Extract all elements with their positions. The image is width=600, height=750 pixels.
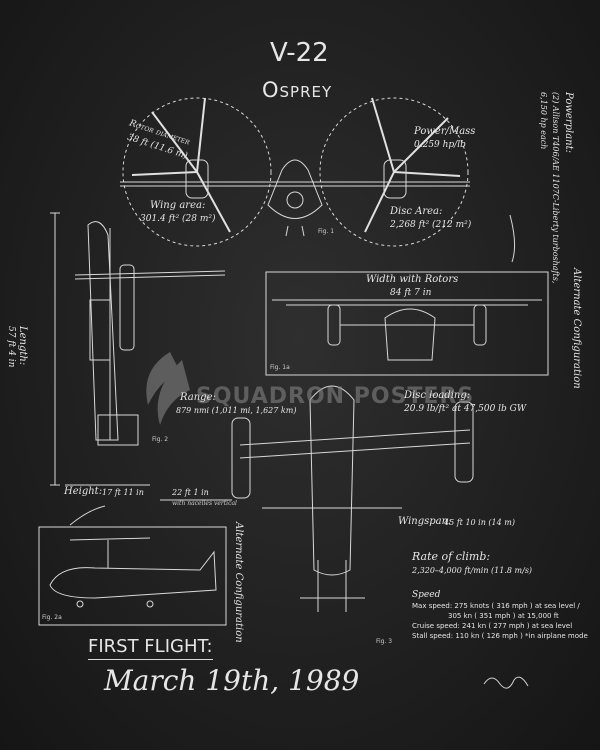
rotor-disc-right — [319, 97, 469, 247]
fig1a-frame — [265, 271, 549, 376]
wingspan-value: 45 ft 10 in (14 m) — [444, 518, 515, 527]
height-label: Height: — [64, 486, 103, 497]
fig1-label: Fig. 1 — [318, 228, 335, 235]
climb-label: Rate of climb: — [412, 550, 491, 563]
disc-loading-label: Disc loading: — [404, 390, 471, 401]
max-speed: Max speed: 275 knots ( 316 mph ) at sea … — [412, 602, 580, 610]
watermark-text: SQUADRON POSTERS — [196, 384, 475, 409]
page-title: V-22 — [270, 38, 329, 68]
rotor-disc-left — [122, 97, 272, 247]
climb-value: 2,320–4,000 ft/min (11.8 m/s) — [412, 566, 533, 575]
disc-area-label: Disc Area: — [390, 206, 443, 217]
power-mass-label: Power/Mass — [414, 126, 476, 137]
range-value: 879 nmi (1,011 mi, 1,627 km) — [176, 406, 297, 415]
fig1a-label: Fig. 1a — [270, 364, 290, 371]
stall-speed: Stall speed: 110 kn ( 126 mph ) *in airp… — [412, 632, 588, 640]
range-label: Range: — [180, 392, 216, 403]
disc-area-value: 2,268 ft² (212 m²) — [390, 220, 472, 230]
fig3-label: Fig. 3 — [376, 638, 393, 645]
first-flight-date: March 19th, 1989 — [104, 664, 360, 697]
wing-area-label: Wing area: — [150, 200, 206, 211]
height2-note: with nacelles vertical — [172, 500, 237, 507]
fig2-label: Fig. 2 — [152, 436, 169, 443]
fig2a-frame — [38, 526, 227, 626]
wingspan-label: Wingspan: — [398, 516, 452, 527]
first-flight-label: FIRST FLIGHT: — [88, 636, 213, 660]
width-rotors-value: 84 ft 7 in — [390, 288, 432, 298]
wide-view-aircraft — [272, 299, 542, 361]
height-value: 17 ft 11 in — [102, 488, 144, 497]
max-speed-2: 305 kn ( 351 mph ) at 15,000 ft — [448, 612, 559, 620]
front-view-aircraft — [120, 159, 470, 237]
wing-area-value: 301.4 ft² (28 m²) — [140, 214, 216, 224]
cruise-speed: Cruise speed: 241 kn ( 277 mph ) at sea … — [412, 622, 573, 630]
plan-view-aircraft — [231, 385, 474, 612]
disc-loading-value: 20.9 lb/ft² at 47,500 lb GW — [404, 404, 527, 414]
side-view-aircraft — [50, 212, 232, 501]
speed-label: Speed — [412, 590, 441, 600]
page-subtitle: Osprey — [262, 78, 333, 102]
width-rotors-label: Width with Rotors — [366, 274, 459, 285]
power-mass-value: 0.259 hp/lb — [414, 140, 466, 150]
side-view-small-aircraft — [49, 537, 217, 608]
height2-value: 22 ft 1 in — [172, 488, 209, 497]
fig2a-label: Fig. 2a — [42, 614, 62, 621]
